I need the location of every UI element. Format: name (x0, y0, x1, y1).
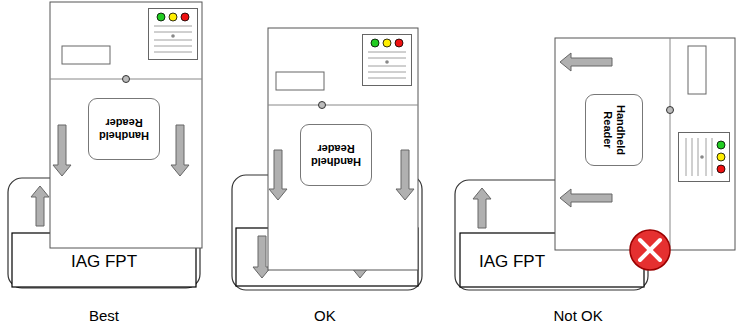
forbidden-mark (630, 230, 670, 270)
panel-caption: Best (89, 307, 119, 324)
direction-arrow (53, 125, 71, 176)
panel-caption: OK (314, 307, 336, 324)
not-ok-panel (455, 38, 735, 290)
direction-arrow (560, 53, 612, 71)
direction-arrow (269, 150, 287, 200)
best-panel (8, 2, 202, 288)
device-label: IAG FPT (14, 245, 194, 279)
device-label: IAG FPT (462, 245, 562, 279)
reader-label-box: Handheld Reader (585, 94, 643, 166)
direction-arrow (396, 150, 414, 200)
direction-arrow (473, 188, 491, 228)
direction-arrow (171, 125, 189, 176)
node-text: Handheld Reader (601, 99, 626, 161)
node-text: IAG FPT (479, 252, 545, 272)
node-text: IAG FPT (71, 252, 137, 272)
node-text: Handheld Reader (305, 142, 367, 167)
direction-arrow (560, 189, 612, 207)
reader-label-box: Handheld Reader (300, 124, 372, 186)
reader-label-box: Handheld Reader (88, 98, 160, 160)
node-text: Handheld Reader (93, 116, 155, 141)
direction-arrow (31, 186, 49, 226)
ok-panel (232, 28, 422, 290)
panel-caption: Not OK (554, 307, 603, 324)
